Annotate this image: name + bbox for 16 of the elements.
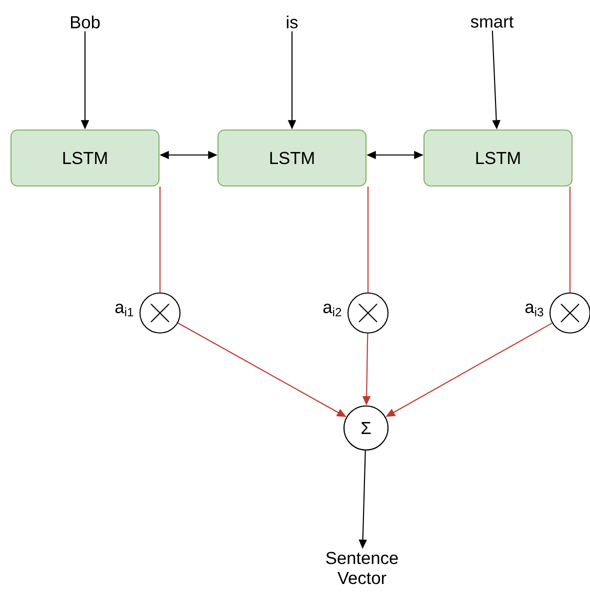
word-label: Bob (71, 16, 100, 28)
word-label: Sentence Vector (326, 552, 398, 584)
word-label: is (286, 16, 298, 28)
lstm-box: LSTM (10, 129, 160, 187)
multiply-circle (139, 292, 181, 334)
weight-label: a$_{i2}$ (323, 304, 342, 316)
weight-label: a$_{i1}$ (115, 304, 134, 316)
weight-label: a$_{i3}$ (525, 304, 544, 316)
word-label: smart (470, 16, 514, 28)
lstm-box: LSTM (217, 129, 367, 187)
multiply-circle (347, 292, 389, 334)
lstm-box: LSTM (423, 129, 573, 187)
connector-line (569, 186, 571, 292)
multiply-circle (549, 292, 590, 334)
connector-line (159, 186, 161, 292)
connector-line (367, 186, 369, 292)
